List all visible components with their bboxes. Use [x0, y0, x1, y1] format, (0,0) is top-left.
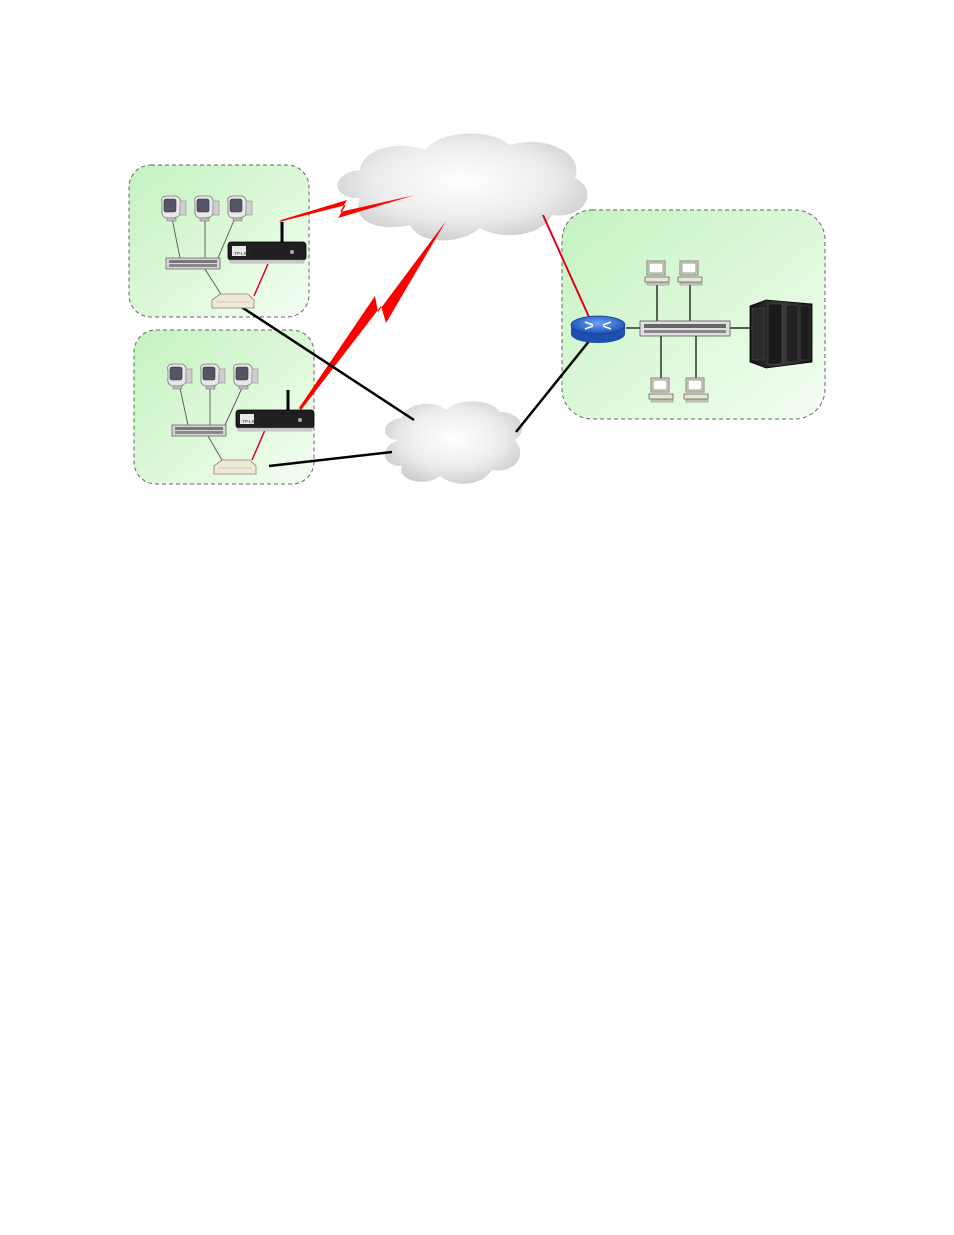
server-rack-icon — [750, 300, 812, 368]
modem-icon — [214, 460, 256, 474]
switch-icon — [640, 321, 730, 336]
wireless-cloud — [338, 134, 588, 241]
router-icon — [571, 316, 625, 343]
branch-2-wireless-link — [299, 221, 446, 410]
modem-icon — [212, 294, 254, 308]
switch-icon — [172, 425, 226, 436]
router-brand-label: TP-LINK — [242, 419, 259, 424]
switch-icon — [166, 258, 220, 269]
router-brand-label: TP-LINK — [234, 251, 251, 256]
